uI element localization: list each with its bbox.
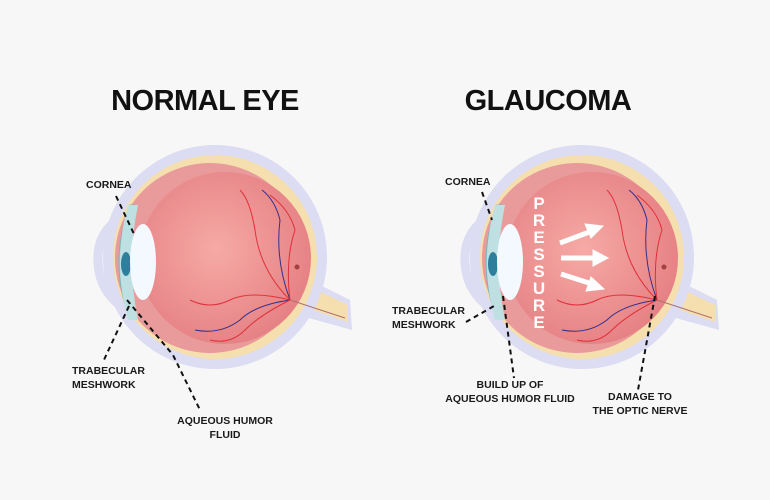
label-meshwork: MESHWORK <box>72 379 136 391</box>
label-fluid: FLUID <box>210 429 241 441</box>
arrow-head-icon <box>584 223 605 239</box>
buildup-pointer <box>502 295 515 379</box>
label-trabecular: TRABECULAR <box>392 305 465 317</box>
arrow-head-icon <box>592 249 610 267</box>
pressure-letter: E <box>533 313 544 332</box>
arrow-icon <box>559 228 593 246</box>
cornea-pointer <box>481 191 493 221</box>
label-buildup: BUILD UP OF <box>477 379 544 391</box>
pressure-letter: E <box>533 228 544 247</box>
trabecular-pointer <box>102 305 130 363</box>
optic-nerve-pointer <box>637 295 656 391</box>
pressure-letter: P <box>533 194 544 213</box>
label-trabecular: TRABECULAR <box>72 365 145 377</box>
pressure-letter: U <box>533 279 545 298</box>
label-aqueous-fluid: AQUEOUS HUMOR FLUID <box>445 393 575 405</box>
pressure-letter: R <box>533 296 545 315</box>
label-cornea: CORNEA <box>445 176 491 188</box>
pressure-letter: S <box>533 245 544 264</box>
title-normal-eye: NORMAL EYE <box>111 85 299 117</box>
label-aqueous: AQUEOUS HUMOR <box>177 415 273 427</box>
label-damage: DAMAGE TO <box>608 391 672 403</box>
pressure-arrows <box>559 223 610 292</box>
arrow-head-icon <box>585 276 606 292</box>
title-glaucoma: GLAUCOMA <box>465 85 632 117</box>
label-cornea: CORNEA <box>86 179 132 191</box>
aqueous-pointer <box>126 299 201 411</box>
label-meshwork: MESHWORK <box>392 319 456 331</box>
label-optic-nerve: THE OPTIC NERVE <box>593 405 688 417</box>
arrow-icon <box>560 271 593 287</box>
cornea-pointer <box>115 195 135 235</box>
pressure-letter: R <box>533 211 545 230</box>
normal-eye-illustration <box>98 145 352 369</box>
pressure-letter: S <box>533 262 544 281</box>
